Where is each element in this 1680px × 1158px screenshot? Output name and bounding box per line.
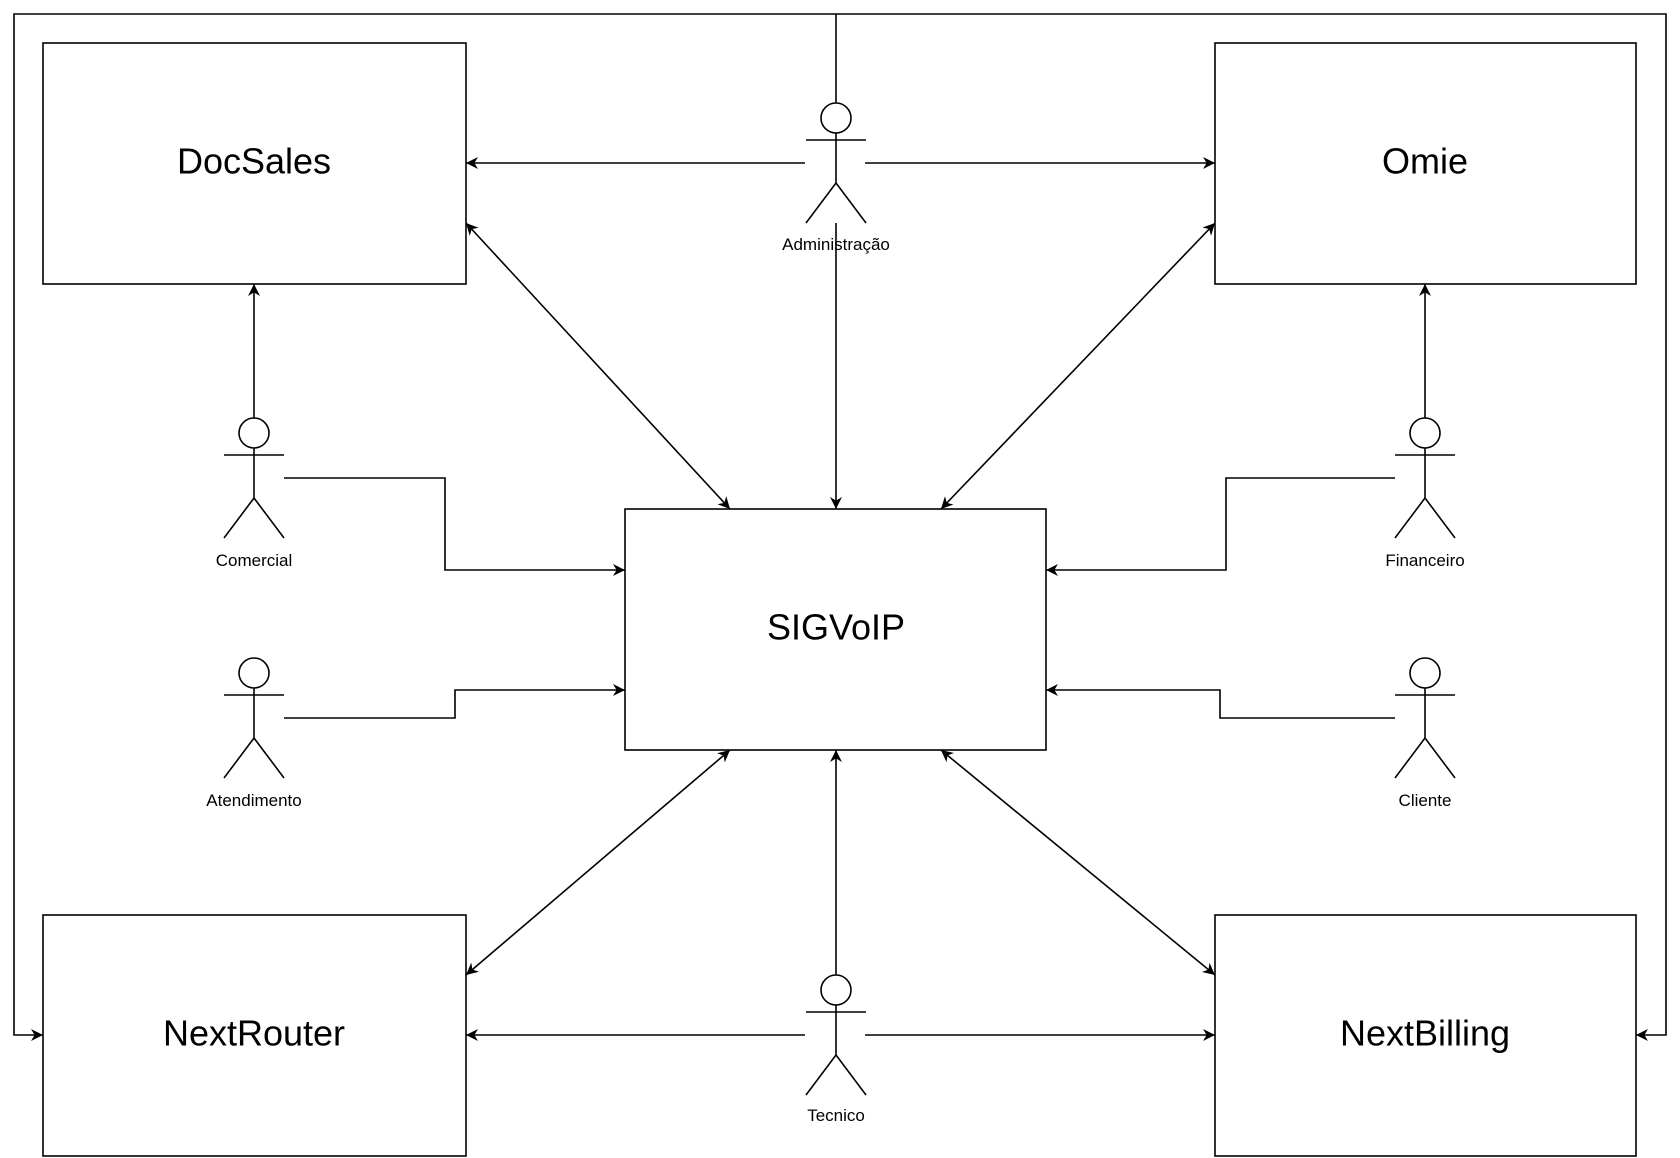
docsales-label: DocSales bbox=[177, 141, 331, 182]
connectors bbox=[13, 13, 1667, 1041]
actor-cliente[interactable]: Cliente bbox=[1394, 657, 1456, 810]
financeiro-label: Financeiro bbox=[1385, 551, 1464, 570]
omie-box[interactable]: Omie bbox=[1214, 42, 1637, 285]
nextrouter-box[interactable]: NextRouter bbox=[42, 914, 467, 1157]
administracao-figure-icon bbox=[805, 102, 867, 224]
comercial-label: Comercial bbox=[216, 551, 293, 570]
financeiro-figure-icon bbox=[1394, 417, 1456, 539]
sigvoip-label: SIGVoIP bbox=[767, 607, 905, 648]
edge-financeiro-sigvoip bbox=[1046, 477, 1395, 576]
omie-label: Omie bbox=[1382, 141, 1468, 182]
sigvoip-box[interactable]: SIGVoIP bbox=[624, 508, 1047, 751]
cliente-label: Cliente bbox=[1399, 791, 1452, 810]
nextbilling-box[interactable]: NextBilling bbox=[1214, 914, 1637, 1157]
edge-nextrouter-sigvoip bbox=[465, 749, 731, 976]
nextbilling-label: NextBilling bbox=[1340, 1013, 1510, 1054]
edge-docsales-sigvoip bbox=[465, 222, 731, 510]
edge-admin-nextrouter bbox=[13, 13, 836, 1041]
actor-comercial[interactable]: Comercial bbox=[216, 417, 293, 570]
edge-nextbilling-sigvoip bbox=[940, 749, 1216, 976]
atendimento-figure-icon bbox=[223, 657, 285, 779]
edge-admin-nextbilling bbox=[836, 13, 1667, 1041]
comercial-figure-icon bbox=[223, 417, 285, 539]
actor-tecnico[interactable]: Tecnico bbox=[805, 974, 867, 1125]
tecnico-figure-icon bbox=[805, 974, 867, 1096]
cliente-figure-icon bbox=[1394, 657, 1456, 779]
nextrouter-label: NextRouter bbox=[163, 1013, 345, 1054]
atendimento-label: Atendimento bbox=[206, 791, 301, 810]
actor-financeiro[interactable]: Financeiro bbox=[1385, 417, 1465, 570]
administracao-label: Administração bbox=[782, 235, 890, 254]
edge-atendimento-sigvoip bbox=[284, 684, 625, 719]
actor-administracao[interactable]: Administração bbox=[782, 102, 890, 254]
edge-omie-sigvoip bbox=[940, 222, 1216, 510]
actor-atendimento[interactable]: Atendimento bbox=[206, 657, 302, 810]
edge-cliente-sigvoip bbox=[1046, 684, 1395, 719]
docsales-box[interactable]: DocSales bbox=[42, 42, 467, 285]
edge-comercial-sigvoip bbox=[284, 477, 625, 576]
tecnico-label: Tecnico bbox=[807, 1106, 865, 1125]
